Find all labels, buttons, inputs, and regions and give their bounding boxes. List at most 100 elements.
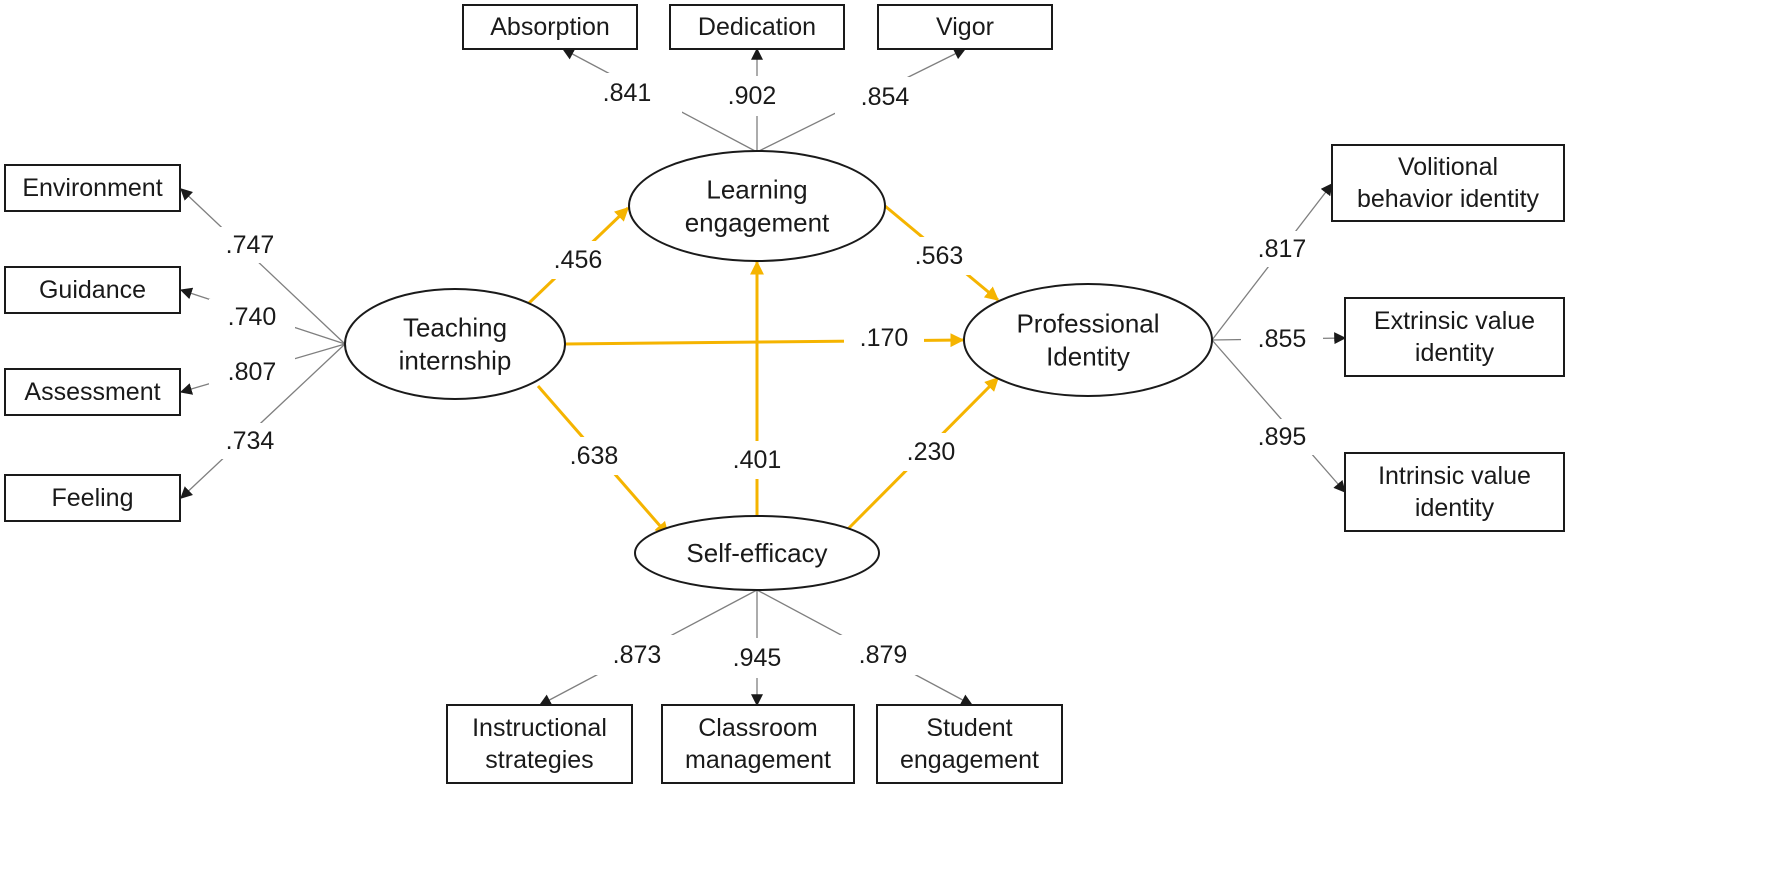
indicator-student: Student engagement bbox=[876, 704, 1063, 784]
indicator-box-absorption bbox=[462, 4, 638, 50]
indicator-extrinsic: Extrinsic value identity bbox=[1344, 297, 1565, 377]
loading-label-bg-classroom bbox=[713, 638, 801, 678]
loading-arrow-environment bbox=[180, 188, 346, 345]
path-label-bg-teaching_selfeff bbox=[554, 437, 634, 475]
indicator-intrinsic: Intrinsic value identity bbox=[1344, 452, 1565, 532]
latent-label-professional-line-2: Identity bbox=[1046, 342, 1130, 372]
indicator-feeling: Feeling bbox=[4, 474, 181, 522]
indicator-classroom: Classroom management bbox=[661, 704, 855, 784]
loading-label-bg-student bbox=[838, 635, 928, 675]
indicator-label-volitional-line-2: behavior identity bbox=[1357, 185, 1540, 213]
indicator-label-classroom-line-2: management bbox=[685, 746, 831, 774]
indicator-instructional: Instructional strategies bbox=[446, 704, 633, 784]
indicator-box-classroom bbox=[661, 704, 855, 784]
indicator-box-dedication bbox=[669, 4, 845, 50]
loading-label-bg-environment bbox=[206, 227, 294, 263]
indicator-box-guidance bbox=[4, 266, 181, 314]
indicator-box-assessment bbox=[4, 368, 181, 416]
indicator-absorption: Absorption bbox=[462, 4, 638, 50]
indicator-guidance: Guidance bbox=[4, 266, 181, 314]
indicator-label-environment-line-1: Environment bbox=[22, 174, 162, 202]
loading-label-bg-dedication bbox=[705, 76, 799, 116]
loading-label-bg-feeling bbox=[207, 423, 293, 459]
indicator-assessment: Assessment bbox=[4, 368, 181, 416]
latent-ellipse-selfeff bbox=[634, 515, 880, 591]
path-coefficient-learning_professional: .563 bbox=[915, 242, 964, 270]
latent-ellipse-teaching bbox=[344, 288, 566, 400]
indicator-label-classroom-line-1: Classroom bbox=[698, 714, 817, 742]
indicator-label-feeling-line-1: Feeling bbox=[52, 484, 134, 512]
indicator-label-instructional-line-2: strategies bbox=[485, 746, 593, 774]
indicator-box-extrinsic bbox=[1344, 297, 1565, 377]
indicator-box-vigor bbox=[877, 4, 1053, 50]
indicator-label-extrinsic-line-1: Extrinsic value bbox=[1374, 307, 1535, 335]
indicator-dedication: Dedication bbox=[669, 4, 845, 50]
loading-label-bg-volitional bbox=[1241, 231, 1323, 267]
loading-value-dedication: .902 bbox=[728, 82, 777, 110]
indicator-label-volitional-line-1: Volitional bbox=[1398, 153, 1498, 181]
path-coefficient-selfeff_learning: .401 bbox=[733, 446, 782, 474]
loading-label-bg-intrinsic bbox=[1241, 419, 1323, 455]
latent-label-learning-line-2: engagement bbox=[685, 208, 830, 238]
latent-ellipse-learning bbox=[628, 150, 886, 262]
loading-value-classroom: .945 bbox=[733, 644, 782, 672]
path-label-bg-teaching_professional bbox=[844, 320, 924, 356]
loading-value-environment: .747 bbox=[226, 231, 275, 259]
loading-value-guidance: .740 bbox=[228, 303, 277, 331]
indicator-label-intrinsic-line-2: identity bbox=[1415, 494, 1495, 522]
indicator-label-intrinsic-line-1: Intrinsic value bbox=[1378, 462, 1531, 490]
loading-arrow-feeling bbox=[180, 343, 346, 499]
loading-arrow-intrinsic bbox=[1211, 339, 1346, 493]
loading-value-volitional: .817 bbox=[1258, 235, 1307, 263]
loading-value-intrinsic: .895 bbox=[1258, 423, 1307, 451]
loading-label-bg-guidance bbox=[209, 299, 295, 335]
indicator-vigor: Vigor bbox=[877, 4, 1053, 50]
path-coefficient-teaching_learning: .456 bbox=[554, 246, 603, 274]
latent-selfeff: Self-efficacy bbox=[634, 515, 880, 591]
indicator-label-dedication-line-1: Dedication bbox=[698, 13, 816, 41]
indicator-box-student bbox=[876, 704, 1063, 784]
indicator-label-assessment-line-1: Assessment bbox=[24, 378, 160, 406]
indicator-label-student-line-1: Student bbox=[926, 714, 1012, 742]
construct-shapes: TeachinginternshipLearningengagementSelf… bbox=[4, 4, 1565, 784]
loading-value-feeling: .734 bbox=[226, 427, 275, 455]
indicator-box-feeling bbox=[4, 474, 181, 522]
indicator-label-instructional-line-1: Instructional bbox=[472, 714, 607, 742]
loading-label-bg-absorption bbox=[572, 73, 682, 113]
indicator-box-instructional bbox=[446, 704, 633, 784]
indicator-box-volitional bbox=[1331, 144, 1565, 222]
loading-value-absorption: .841 bbox=[603, 79, 652, 107]
indicator-label-absorption-line-1: Absorption bbox=[490, 13, 610, 41]
latent-label-professional-line-1: Professional bbox=[1016, 309, 1159, 339]
latent-label-teaching-line-2: internship bbox=[399, 346, 512, 376]
coefficient-labels: .747 .740 .807 .734 .841 .902 .854 .817 .855 .895… bbox=[206, 73, 1323, 678]
indicator-box-environment bbox=[4, 164, 181, 212]
indicator-box-intrinsic bbox=[1344, 452, 1565, 532]
indicator-label-extrinsic-line-2: identity bbox=[1415, 339, 1495, 367]
path-label-bg-selfeff_learning bbox=[717, 441, 797, 479]
latent-label-learning-line-1: Learning bbox=[706, 175, 807, 205]
loading-value-assessment: .807 bbox=[228, 358, 277, 386]
indicator-label-student-line-2: engagement bbox=[900, 746, 1039, 774]
path-label-bg-selfeff_professional bbox=[891, 433, 971, 471]
loading-value-extrinsic: .855 bbox=[1258, 325, 1307, 353]
path-label-bg-teaching_learning bbox=[538, 241, 618, 279]
loading-value-vigor: .854 bbox=[861, 83, 910, 111]
indicator-label-vigor-line-1: Vigor bbox=[936, 13, 994, 41]
loading-value-instructional: .873 bbox=[613, 641, 662, 669]
indicator-label-guidance-line-1: Guidance bbox=[39, 276, 146, 304]
indicator-volitional: Volitional behavior identity bbox=[1331, 144, 1565, 222]
latent-label-teaching-line-1: Teaching bbox=[403, 313, 507, 343]
latent-ellipse-professional bbox=[963, 283, 1213, 397]
path-label-bg-learning_professional bbox=[899, 237, 979, 275]
loading-label-bg-extrinsic bbox=[1241, 321, 1323, 357]
indicator-environment: Environment bbox=[4, 164, 181, 212]
loading-label-bg-vigor bbox=[835, 77, 935, 117]
loading-label-bg-instructional bbox=[592, 635, 682, 675]
path-coefficient-teaching_selfeff: .638 bbox=[570, 442, 619, 470]
latent-label-selfeff-line-1: Self-efficacy bbox=[686, 538, 827, 568]
path-coefficient-teaching_professional: .170 bbox=[860, 324, 909, 352]
